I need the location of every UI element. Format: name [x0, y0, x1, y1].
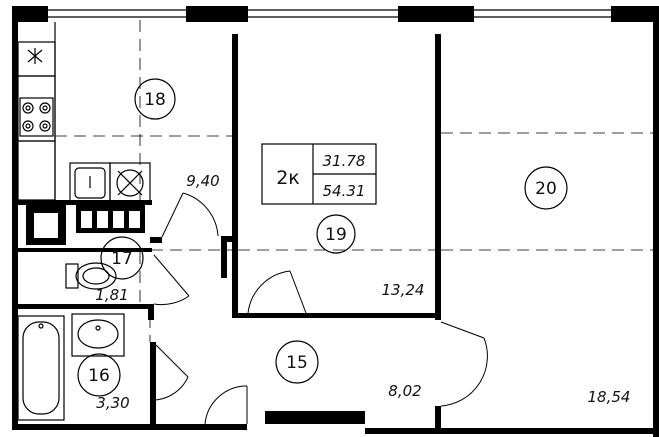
room-16-area: 3,30 — [96, 394, 129, 412]
apartment-type: 2к — [276, 167, 300, 189]
room-18-label: 18 — [134, 78, 176, 120]
cabinet-block — [26, 205, 145, 245]
outer-walls — [12, 6, 659, 437]
door-entrance — [204, 385, 248, 425]
door-living — [440, 321, 488, 407]
washbasin-icon — [71, 313, 125, 357]
room-17-area: 1,81 — [95, 286, 128, 304]
kitchen-counter — [17, 22, 56, 201]
room-19-label: 19 — [316, 214, 356, 254]
toilet-icon — [65, 262, 117, 290]
room-19-number: 19 — [325, 225, 347, 245]
washing-machine-icon — [109, 162, 151, 204]
doors — [153, 192, 488, 425]
room-18-area: 9,40 — [186, 172, 219, 190]
door-kitchen — [161, 192, 219, 238]
kitchen-sink-icon — [69, 162, 111, 204]
room-15-number: 15 — [286, 353, 308, 373]
apartment-summary: 2к 31.78 54.31 — [261, 143, 377, 205]
room-17-label: 17 — [100, 236, 144, 280]
room-20-area: 18,54 — [588, 388, 631, 406]
room-16-number: 16 — [88, 366, 110, 386]
room-18-number: 18 — [144, 90, 166, 110]
room-17-number: 17 — [111, 249, 133, 269]
total-area: 54.31 — [323, 182, 366, 200]
room-19-area: 13,24 — [382, 281, 425, 299]
door-bedroom — [247, 270, 307, 314]
living-area: 31.78 — [323, 152, 366, 170]
room-15-label: 15 — [275, 340, 319, 384]
room-16-label: 16 — [77, 353, 121, 397]
door-bathroom — [155, 344, 189, 401]
room-20-label: 20 — [524, 166, 568, 210]
dimension-lines — [18, 20, 653, 342]
room-20-number: 20 — [535, 179, 557, 199]
asterisk-icon — [27, 48, 43, 64]
windows — [48, 9, 611, 18]
bathtub-icon — [17, 315, 65, 421]
room-15-area: 8,02 — [388, 382, 421, 400]
door-toilet — [153, 254, 190, 306]
stove-icon — [19, 97, 54, 137]
